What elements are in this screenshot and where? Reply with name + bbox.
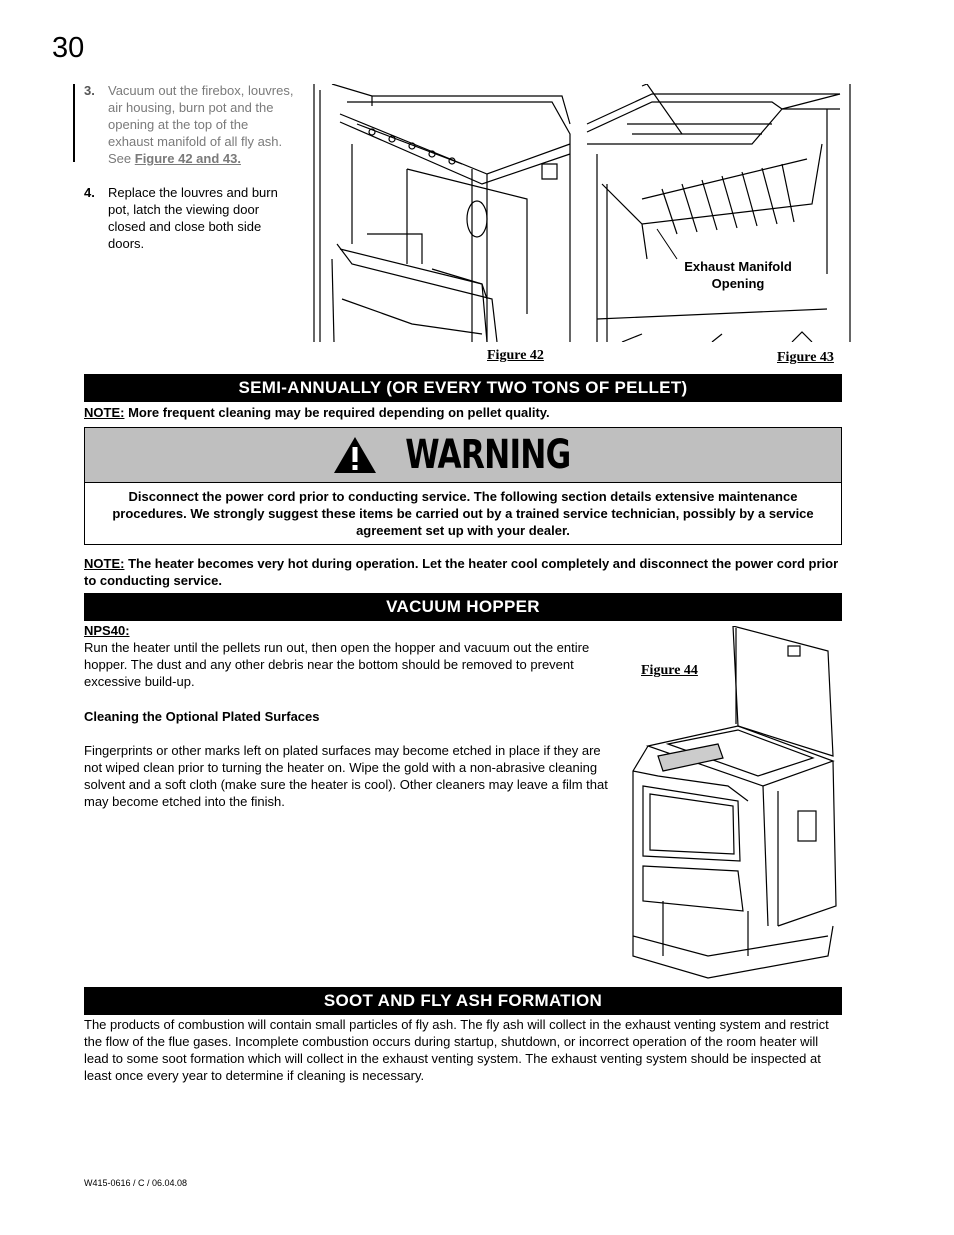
step-list: 3. Vacuum out the firebox, louvres, air … — [84, 82, 296, 252]
figure-42-illustration — [313, 84, 571, 342]
semi-annually-heading: SEMI-ANNUALLY (OR EVERY TWO TONS OF PELL… — [84, 374, 842, 402]
vacuum-hopper-body: NPS40: Run the heater until the pellets … — [84, 622, 614, 810]
figure-link[interactable]: Figure 42 and 43. — [134, 151, 241, 166]
hopper-instructions: Run the heater until the pellets run out… — [84, 640, 590, 689]
document-code: W415-0616 / C / 06.04.08 — [84, 1178, 188, 1188]
figure-44-caption: Figure 44 — [641, 663, 698, 678]
figure-43-illustration: Exhaust Manifold Opening — [586, 84, 851, 342]
warning-triangle-icon — [334, 437, 377, 473]
figure-42-caption: Figure 42 — [487, 348, 544, 363]
soot-heading: SOOT AND FLY ASH FORMATION — [84, 987, 842, 1015]
note-label: NOTE: — [84, 405, 125, 420]
soot-text: The products of combustion will contain … — [84, 1017, 829, 1083]
leader-line — [656, 228, 678, 260]
model-label: NPS40: — [84, 623, 130, 638]
semi-annual-note: NOTE: More frequent cleaning may be requ… — [84, 404, 844, 421]
figure-44-illustration — [632, 626, 837, 979]
warning-header: WARNING — [85, 428, 841, 483]
exhaust-manifold-label: Exhaust Manifold — [684, 259, 792, 274]
note-text: The heater becomes very hot during opera… — [84, 556, 839, 588]
step-number: 4. — [84, 185, 95, 200]
hot-heater-note: NOTE: The heater becomes very hot during… — [84, 555, 844, 589]
vacuum-hopper-heading: VACUUM HOPPER — [84, 593, 842, 621]
note-label: NOTE: — [84, 556, 125, 571]
step-number: 3. — [84, 83, 95, 98]
note-text: More frequent cleaning may be required d… — [124, 405, 550, 420]
warning-title: WARNING — [405, 432, 571, 478]
change-bar — [73, 84, 75, 162]
step-4: 4. Replace the louvres and burn pot, lat… — [84, 184, 296, 252]
exhaust-manifold-label-line2: Opening — [712, 276, 765, 291]
warning-text: Disconnect the power cord prior to condu… — [112, 489, 814, 538]
step-3: 3. Vacuum out the firebox, louvres, air … — [84, 82, 296, 167]
step-text: Vacuum out the firebox, louvres, air hou… — [108, 83, 294, 166]
figure-43-caption: Figure 43 — [777, 350, 834, 365]
warning-box: WARNING Disconnect the power cord prior … — [84, 427, 842, 545]
plated-heading: Cleaning the Optional Plated Surfaces — [84, 709, 320, 724]
page-number: 30 — [52, 32, 85, 64]
plated-text: Fingerprints or other marks left on plat… — [84, 743, 608, 809]
step-text: Replace the louvres and burn pot, latch … — [108, 185, 278, 251]
